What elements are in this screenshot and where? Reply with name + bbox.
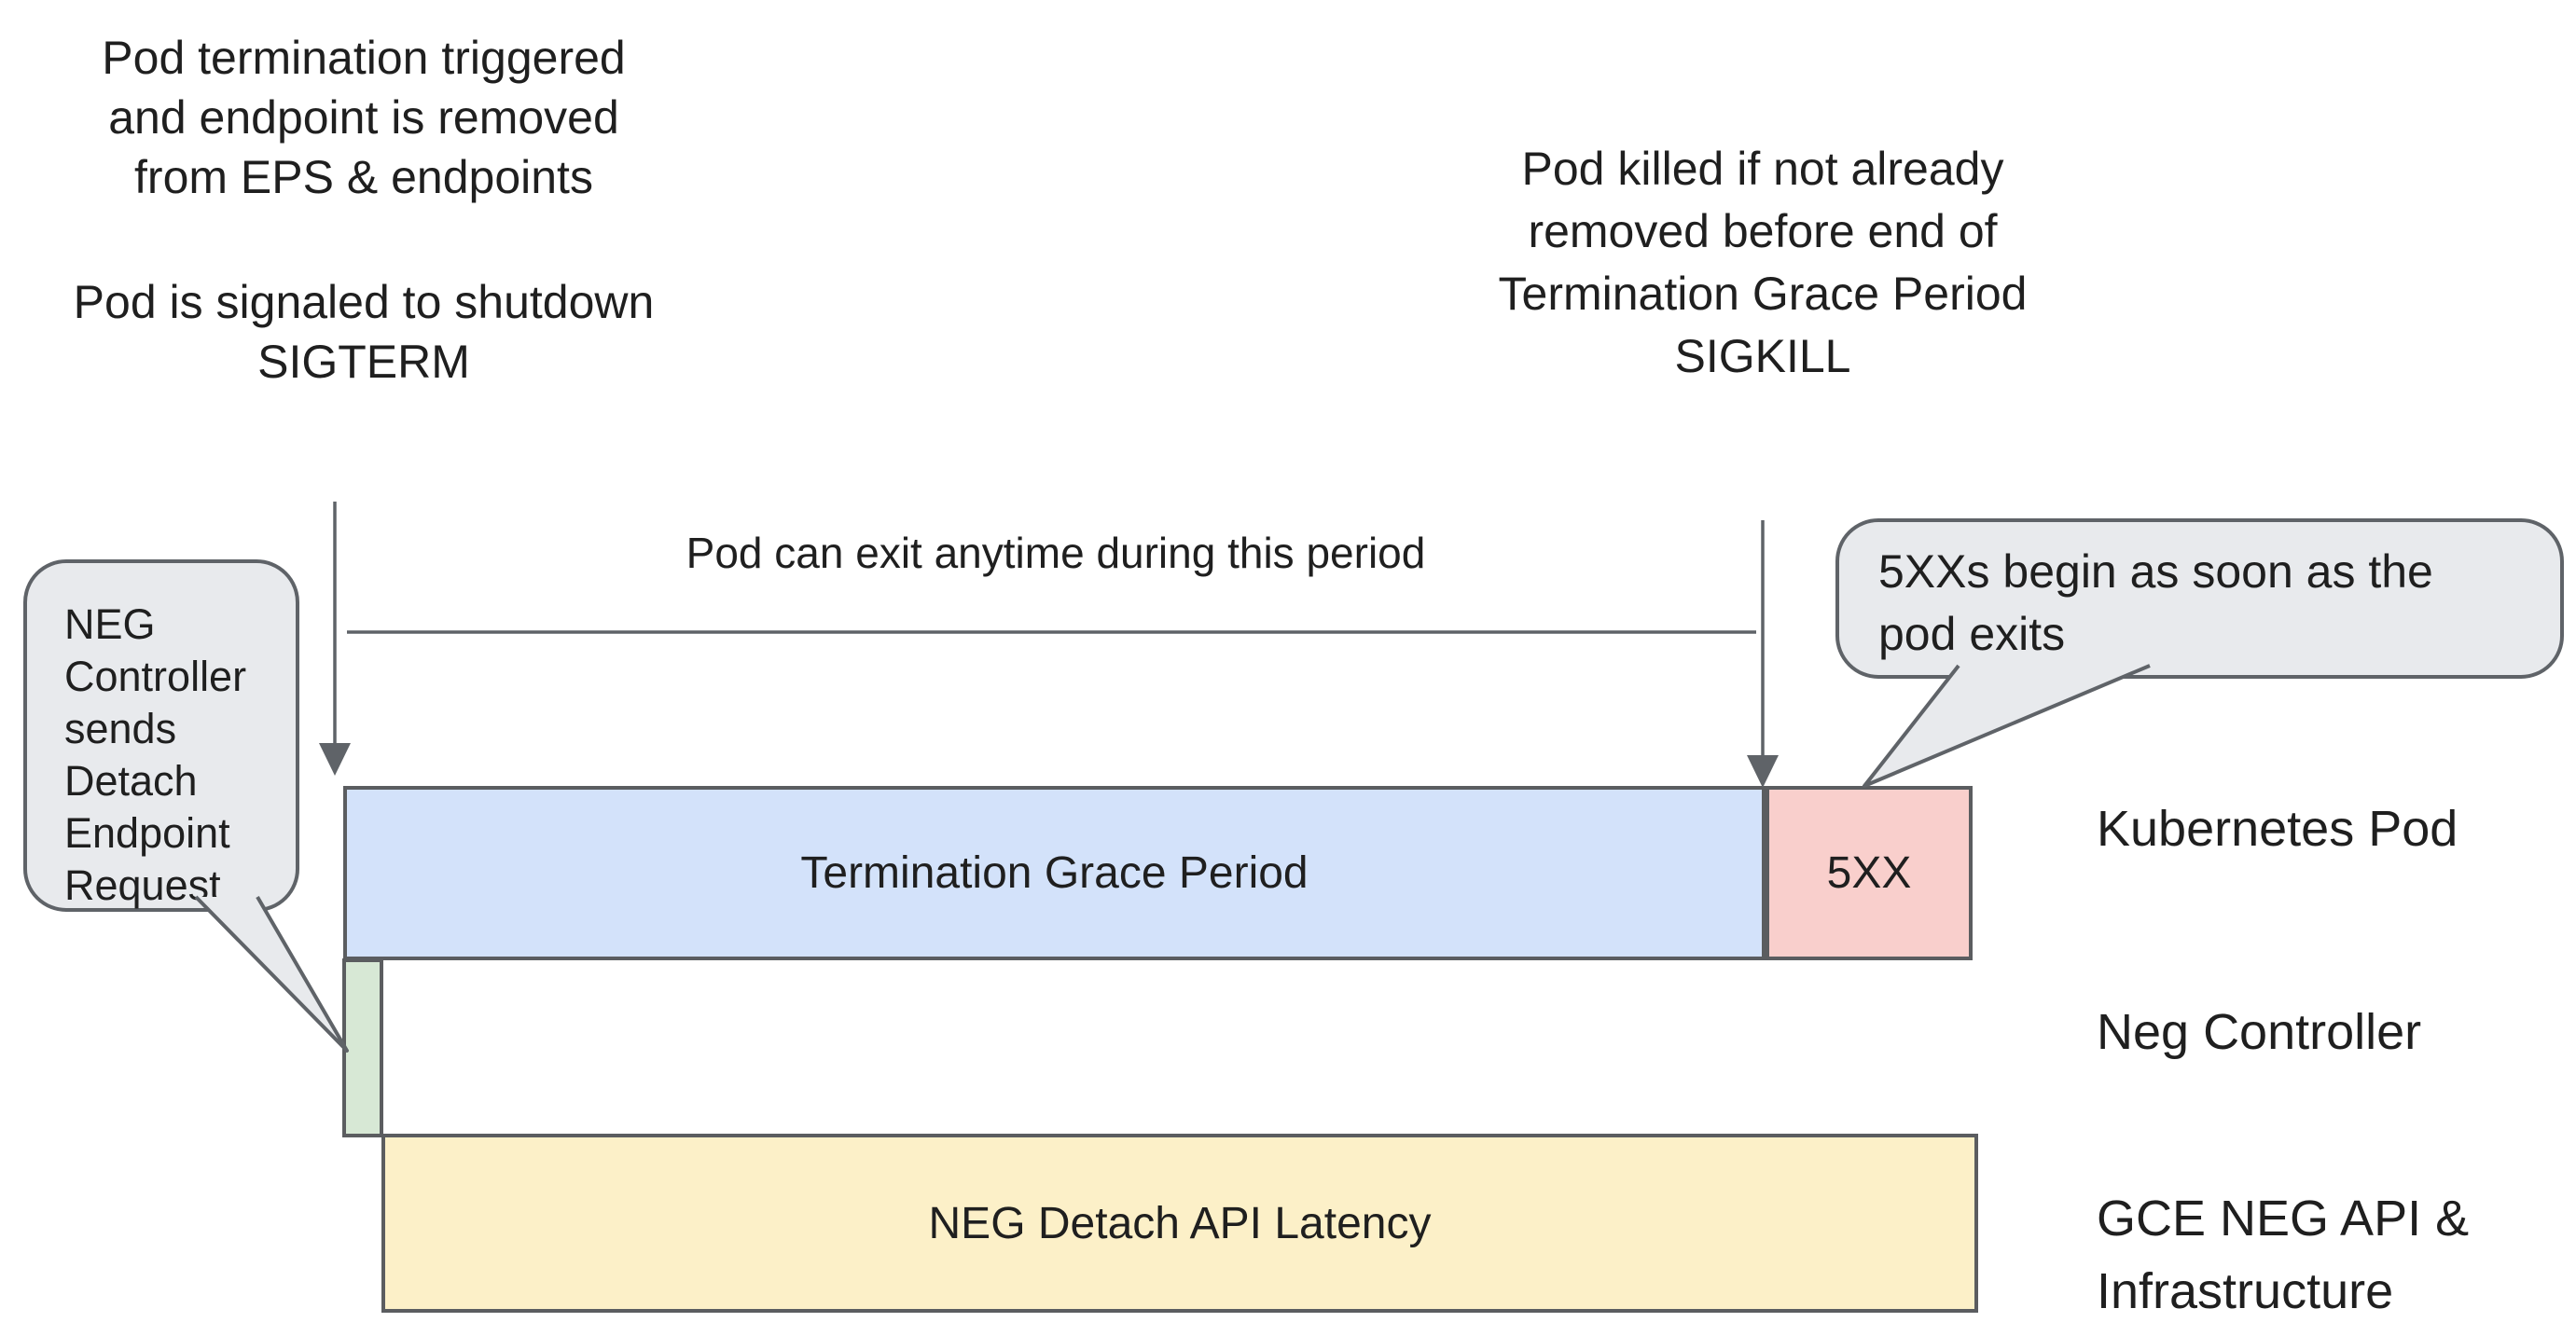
callout-line: Request	[64, 861, 221, 909]
lane-label-gce-neg-api-infrastructure: GCE NEG API & Infrastructure	[2097, 1191, 2470, 1319]
callout-line: sends	[64, 705, 177, 752]
termination-grace-period-bar-label: Termination Grace Period	[800, 848, 1309, 898]
annotation-line: SIGKILL	[1674, 330, 1851, 382]
annotation-line: Pod termination triggered	[102, 32, 626, 84]
annotation-line: and endpoint is removed	[108, 91, 619, 144]
callout-line: Detach	[64, 757, 198, 805]
annotation-pod-termination-triggered: Pod termination triggered and endpoint i…	[37, 28, 690, 392]
annotation-paragraph: Pod is signaled to shutdown SIGTERM	[37, 272, 690, 392]
annotation-pod-killed-sigkill: Pod killed if not already removed before…	[1436, 138, 2089, 388]
termination-grace-period-bar: Termination Grace Period	[343, 786, 1766, 960]
annotation-line: Pod killed if not already	[1521, 143, 2004, 195]
callout-line: pod exits	[1878, 608, 2066, 660]
neg-detach-start-marker-bar	[342, 958, 383, 1137]
callout-neg-controller-detach-request: NEG Controller sends Detach Endpoint Req…	[23, 559, 299, 912]
sigkill-arrowhead-icon	[1747, 755, 1779, 788]
callout-line: Controller	[64, 653, 247, 700]
callout-5xx-begin-on-pod-exit: 5XXs begin as soon as the pod exits	[1835, 518, 2564, 679]
lane-label-neg-controller: Neg Controller	[2097, 1004, 2422, 1060]
annotation-paragraph: Pod termination triggered and endpoint i…	[37, 28, 690, 207]
annotation-line: Termination Grace Period	[1498, 268, 2028, 320]
left-callout-tail	[194, 895, 349, 1053]
period-range-label: Pod can exit anytime during this period	[686, 529, 1426, 577]
callout-line: NEG	[64, 600, 156, 648]
errors-5xx-bar: 5XX	[1766, 786, 1973, 960]
callout-line: 5XXs begin as soon as the	[1878, 545, 2433, 598]
errors-5xx-bar-label: 5XX	[1826, 848, 1912, 898]
callout-line: Endpoint	[64, 809, 230, 857]
neg-detach-api-latency-bar-label: NEG Detach API Latency	[928, 1198, 1432, 1248]
right-callout-tail	[1863, 664, 2151, 788]
annotation-line: SIGTERM	[257, 336, 470, 388]
neg-detach-api-latency-bar: NEG Detach API Latency	[381, 1134, 1978, 1313]
annotation-line: from EPS & endpoints	[134, 151, 593, 203]
annotation-line: Pod is signaled to shutdown	[73, 276, 655, 328]
annotation-line: removed before end of	[1528, 205, 1998, 257]
sigterm-arrowhead-icon	[319, 743, 351, 776]
lane-label-kubernetes-pod: Kubernetes Pod	[2097, 801, 2458, 857]
